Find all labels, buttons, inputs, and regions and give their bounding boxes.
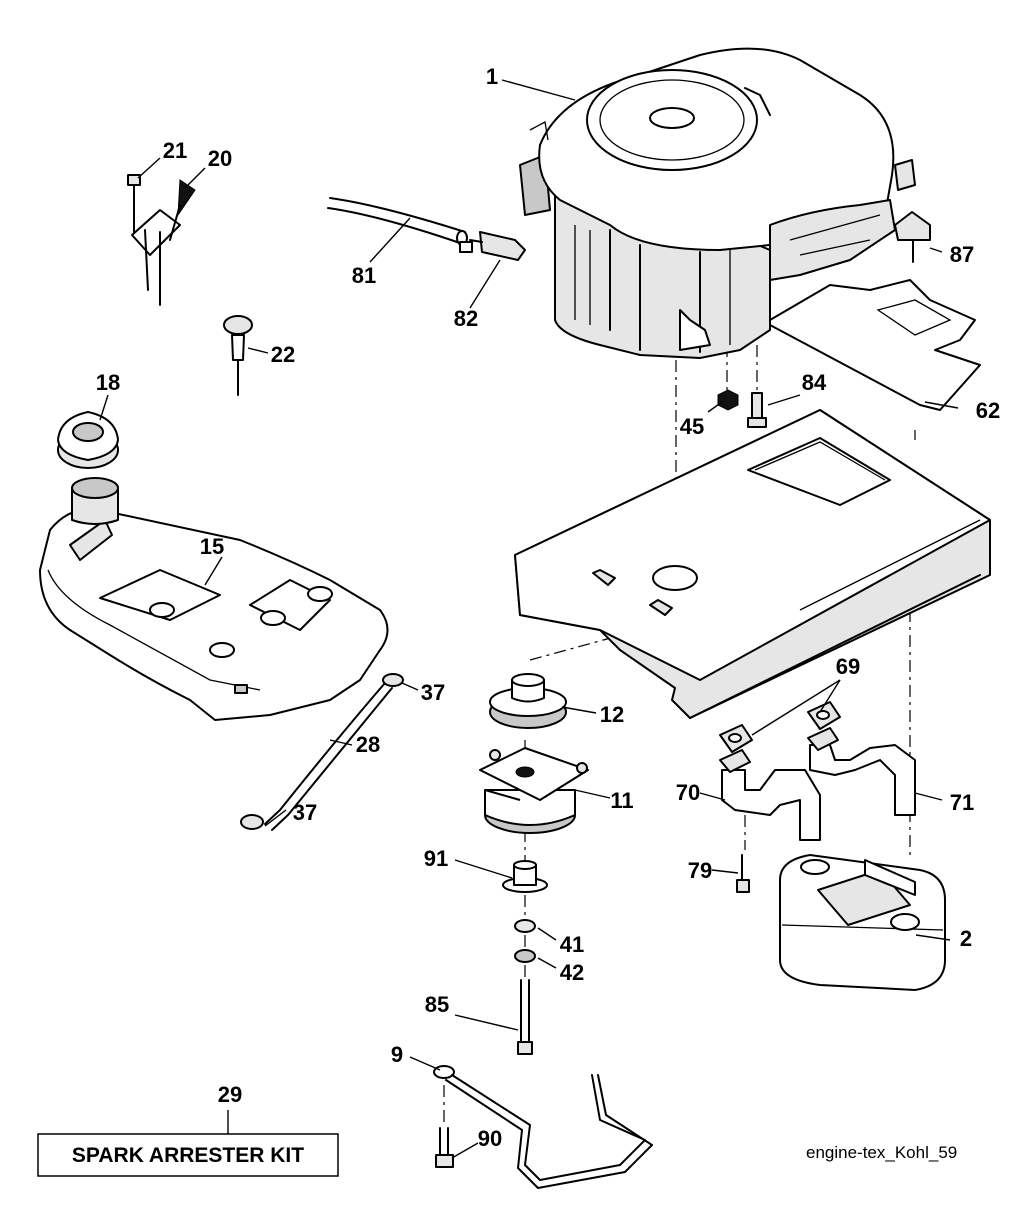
part-number-label: 91 [424, 846, 448, 871]
part-number-label: 28 [356, 732, 380, 757]
spark-arrester-kit-label: SPARK ARRESTER KIT [72, 1144, 304, 1167]
bolt-90 [435, 1127, 454, 1168]
part-number-label: 90 [478, 1126, 502, 1151]
part-number-label: 2 [960, 926, 972, 951]
choke-knob-22 [223, 315, 253, 396]
exhaust-pipe-70 [719, 749, 821, 841]
filter-cap-87 [894, 211, 931, 263]
part-number-label: 41 [560, 932, 584, 957]
part-number-label: 37 [293, 800, 317, 825]
electric-clutch-11 [479, 747, 589, 834]
part-number-label: 79 [688, 858, 712, 883]
part-number-label: 71 [950, 790, 974, 815]
rod-9 [433, 1065, 653, 1189]
bolt-21 [127, 174, 141, 233]
pulley-12 [489, 673, 567, 729]
part-number-label: 21 [163, 138, 187, 163]
frame [514, 409, 991, 719]
throttle-control-20 [131, 179, 196, 306]
clamp-37-lower [240, 814, 264, 830]
spark-arrester-kit-box [37, 1133, 339, 1177]
part-number-label: 45 [680, 414, 704, 439]
fuel-filter-82 [459, 231, 526, 261]
fuel-hose-81 [327, 197, 468, 246]
part-number-label: 85 [425, 992, 449, 1017]
part-number-label: 70 [676, 780, 700, 805]
part-number-label: 11 [610, 788, 633, 813]
bolt-79 [736, 854, 750, 893]
fuel-cap-18 [57, 411, 119, 469]
exhaust-pipe-71 [807, 727, 916, 816]
part-number-label: 29 [218, 1082, 242, 1107]
engine-part [519, 47, 916, 359]
nut-45 [717, 389, 739, 411]
part-number-label: 12 [600, 702, 624, 727]
clamp-37-upper [382, 673, 404, 687]
washer-42 [514, 949, 536, 963]
heat-shield-62 [769, 279, 981, 411]
muffler-2 [779, 854, 946, 991]
washer-41 [514, 919, 536, 933]
part-number-label: 62 [976, 398, 1000, 423]
part-number-label: 37 [421, 680, 445, 705]
part-number-label: 69 [836, 654, 860, 679]
part-number-label: 82 [454, 306, 478, 331]
gasket-69 [719, 701, 841, 753]
diagram-credit: engine-tex_Kohl_59 [806, 1143, 957, 1162]
leader-lines [99, 79, 959, 1159]
part-number-label: 20 [208, 146, 232, 171]
fuel-tank-15 [39, 477, 389, 721]
part-number-label: 87 [950, 242, 974, 267]
fuel-line-28 [264, 682, 393, 831]
part-number-label: 9 [391, 1042, 403, 1067]
bolt-84 [747, 392, 767, 428]
bolt-85 [517, 979, 533, 1055]
part-number-label: 84 [802, 370, 827, 395]
part-number-label: 22 [271, 342, 295, 367]
part-number-label: 81 [352, 263, 376, 288]
part-number-label: 15 [200, 534, 224, 559]
spacer-91 [502, 860, 548, 893]
part-number-label: 1 [486, 64, 498, 89]
part-number-label: 42 [560, 960, 584, 985]
part-number-label: 18 [96, 370, 120, 395]
